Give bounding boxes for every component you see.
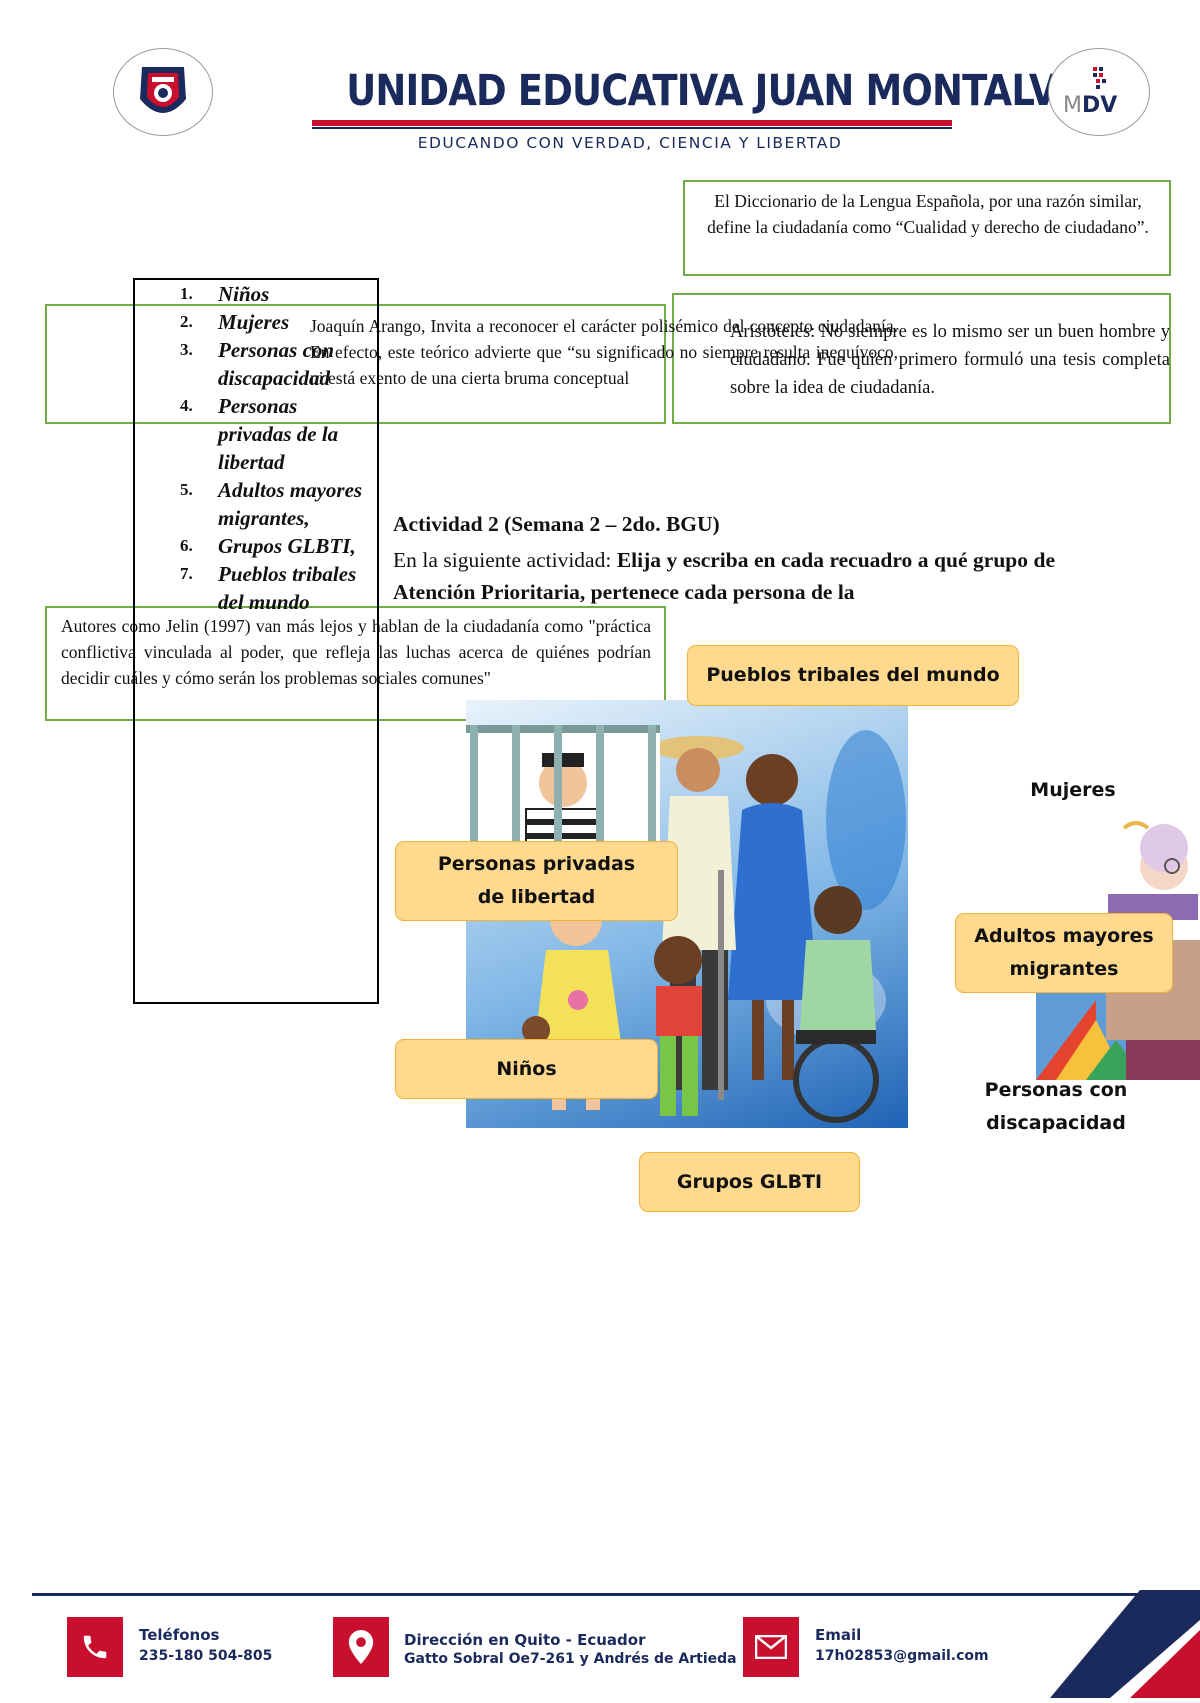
label-pueblos-tribales[interactable]: Pueblos tribales del mundo (687, 645, 1019, 706)
label-personas-privadas[interactable]: Personas privadas de libertad (395, 841, 678, 921)
list-item: 4.Personas privadas de la libertad (180, 394, 339, 474)
list-item: 7.Pueblos tribales del mundo (180, 562, 357, 614)
aristoteles-text: Aristóteles: No siempre es lo mismo ser … (730, 322, 1170, 398)
email-value[interactable]: 17h02853@gmail.com (815, 1648, 989, 1664)
mdv-logo: MDV (1048, 48, 1150, 136)
list-item: 6.Grupos GLBTI, (180, 534, 356, 558)
diccionario-box (683, 180, 1171, 276)
label-personas-discapacidad: Personas con discapacidad (984, 1079, 1128, 1134)
title-underline (312, 120, 952, 126)
activity-instructions: En la siguiente actividad: Elija y escri… (393, 544, 1055, 606)
phone-title: Teléfonos (139, 1626, 220, 1644)
school-shield-logo (113, 48, 213, 136)
address-value: Gatto Sobral Oe7-261 y Andrés de Artieda (404, 1651, 737, 1667)
label-mujeres: Mujeres (1030, 779, 1116, 801)
list-item: 1.Niños (180, 282, 270, 306)
mail-icon (743, 1617, 799, 1677)
activity-title: Actividad 2 (Semana 2 – 2do. BGU) (393, 512, 720, 536)
email-title: Email (815, 1626, 862, 1644)
footer-divider (32, 1593, 1172, 1596)
activity-intro: En la siguiente actividad: (393, 548, 617, 572)
arango-box (45, 304, 666, 424)
school-motto: EDUCANDO CON VERDAD, CIENCIA Y LIBERTAD (417, 134, 843, 152)
location-pin-icon (333, 1617, 389, 1677)
activity-instruction: Elija y escriba en cada recuadro a qué g… (393, 548, 1055, 604)
phone-value[interactable]: 235-180 504-805 (139, 1648, 273, 1664)
priority-groups-frame (133, 278, 379, 1004)
diccionario-text: El Diccionario de la Lengua Española, po… (707, 191, 1149, 237)
aristoteles-box (672, 293, 1171, 424)
label-adultos-mayores[interactable]: Adultos mayores migrantes (955, 913, 1173, 993)
footer-corner-decoration (1040, 1590, 1200, 1698)
prisoner-illustration (466, 725, 660, 853)
jelin-box (45, 606, 666, 721)
school-title: UNIDAD EDUCATIVA JUAN MONTALVO (346, 66, 1087, 116)
list-item: 3.Personas con discapacidad (180, 338, 335, 390)
priority-groups-list: 1.Niños 2.Mujeres 3.Personas con discapa… (160, 280, 370, 616)
label-grupos-glbti[interactable]: Grupos GLBTI (639, 1152, 860, 1212)
phone-icon (67, 1617, 123, 1677)
mdv-logo-m: M (1063, 93, 1082, 118)
title-underline-secondary (312, 127, 952, 129)
list-item: 2.Mujeres (180, 310, 290, 334)
mdv-logo-dv: DV (1081, 93, 1118, 118)
jelin-text: Autores como Jelin (1997) van más lejos … (61, 616, 651, 688)
elderly-illustration (1098, 818, 1200, 920)
list-item: 5.Adultos mayores migrantes, (180, 478, 363, 530)
address-title: Dirección en Quito - Ecuador (404, 1631, 646, 1649)
label-ninos[interactable]: Niños (395, 1039, 658, 1099)
arango-text: Joaquín Arango, Invita a reconocer el ca… (310, 316, 898, 388)
